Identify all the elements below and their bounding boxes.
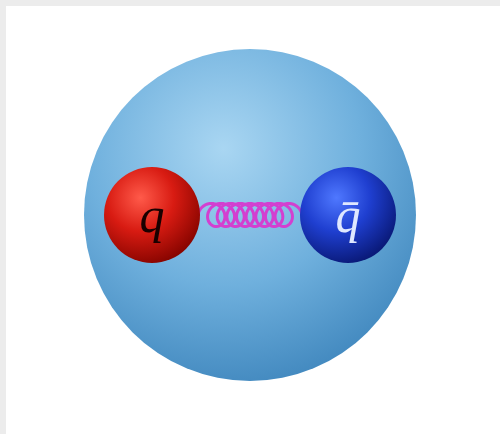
particle-symbol: q <box>104 167 200 263</box>
sphere <box>84 49 416 381</box>
antiquark-ball: q̄ <box>300 167 396 263</box>
ball-fill <box>300 167 396 263</box>
frame-edge <box>0 0 500 6</box>
gluon-spring <box>198 203 302 226</box>
frame-edge <box>0 0 6 434</box>
quark-ball: q <box>104 167 200 263</box>
ball-fill <box>104 167 200 263</box>
particle-symbol: q̄ <box>300 167 396 263</box>
